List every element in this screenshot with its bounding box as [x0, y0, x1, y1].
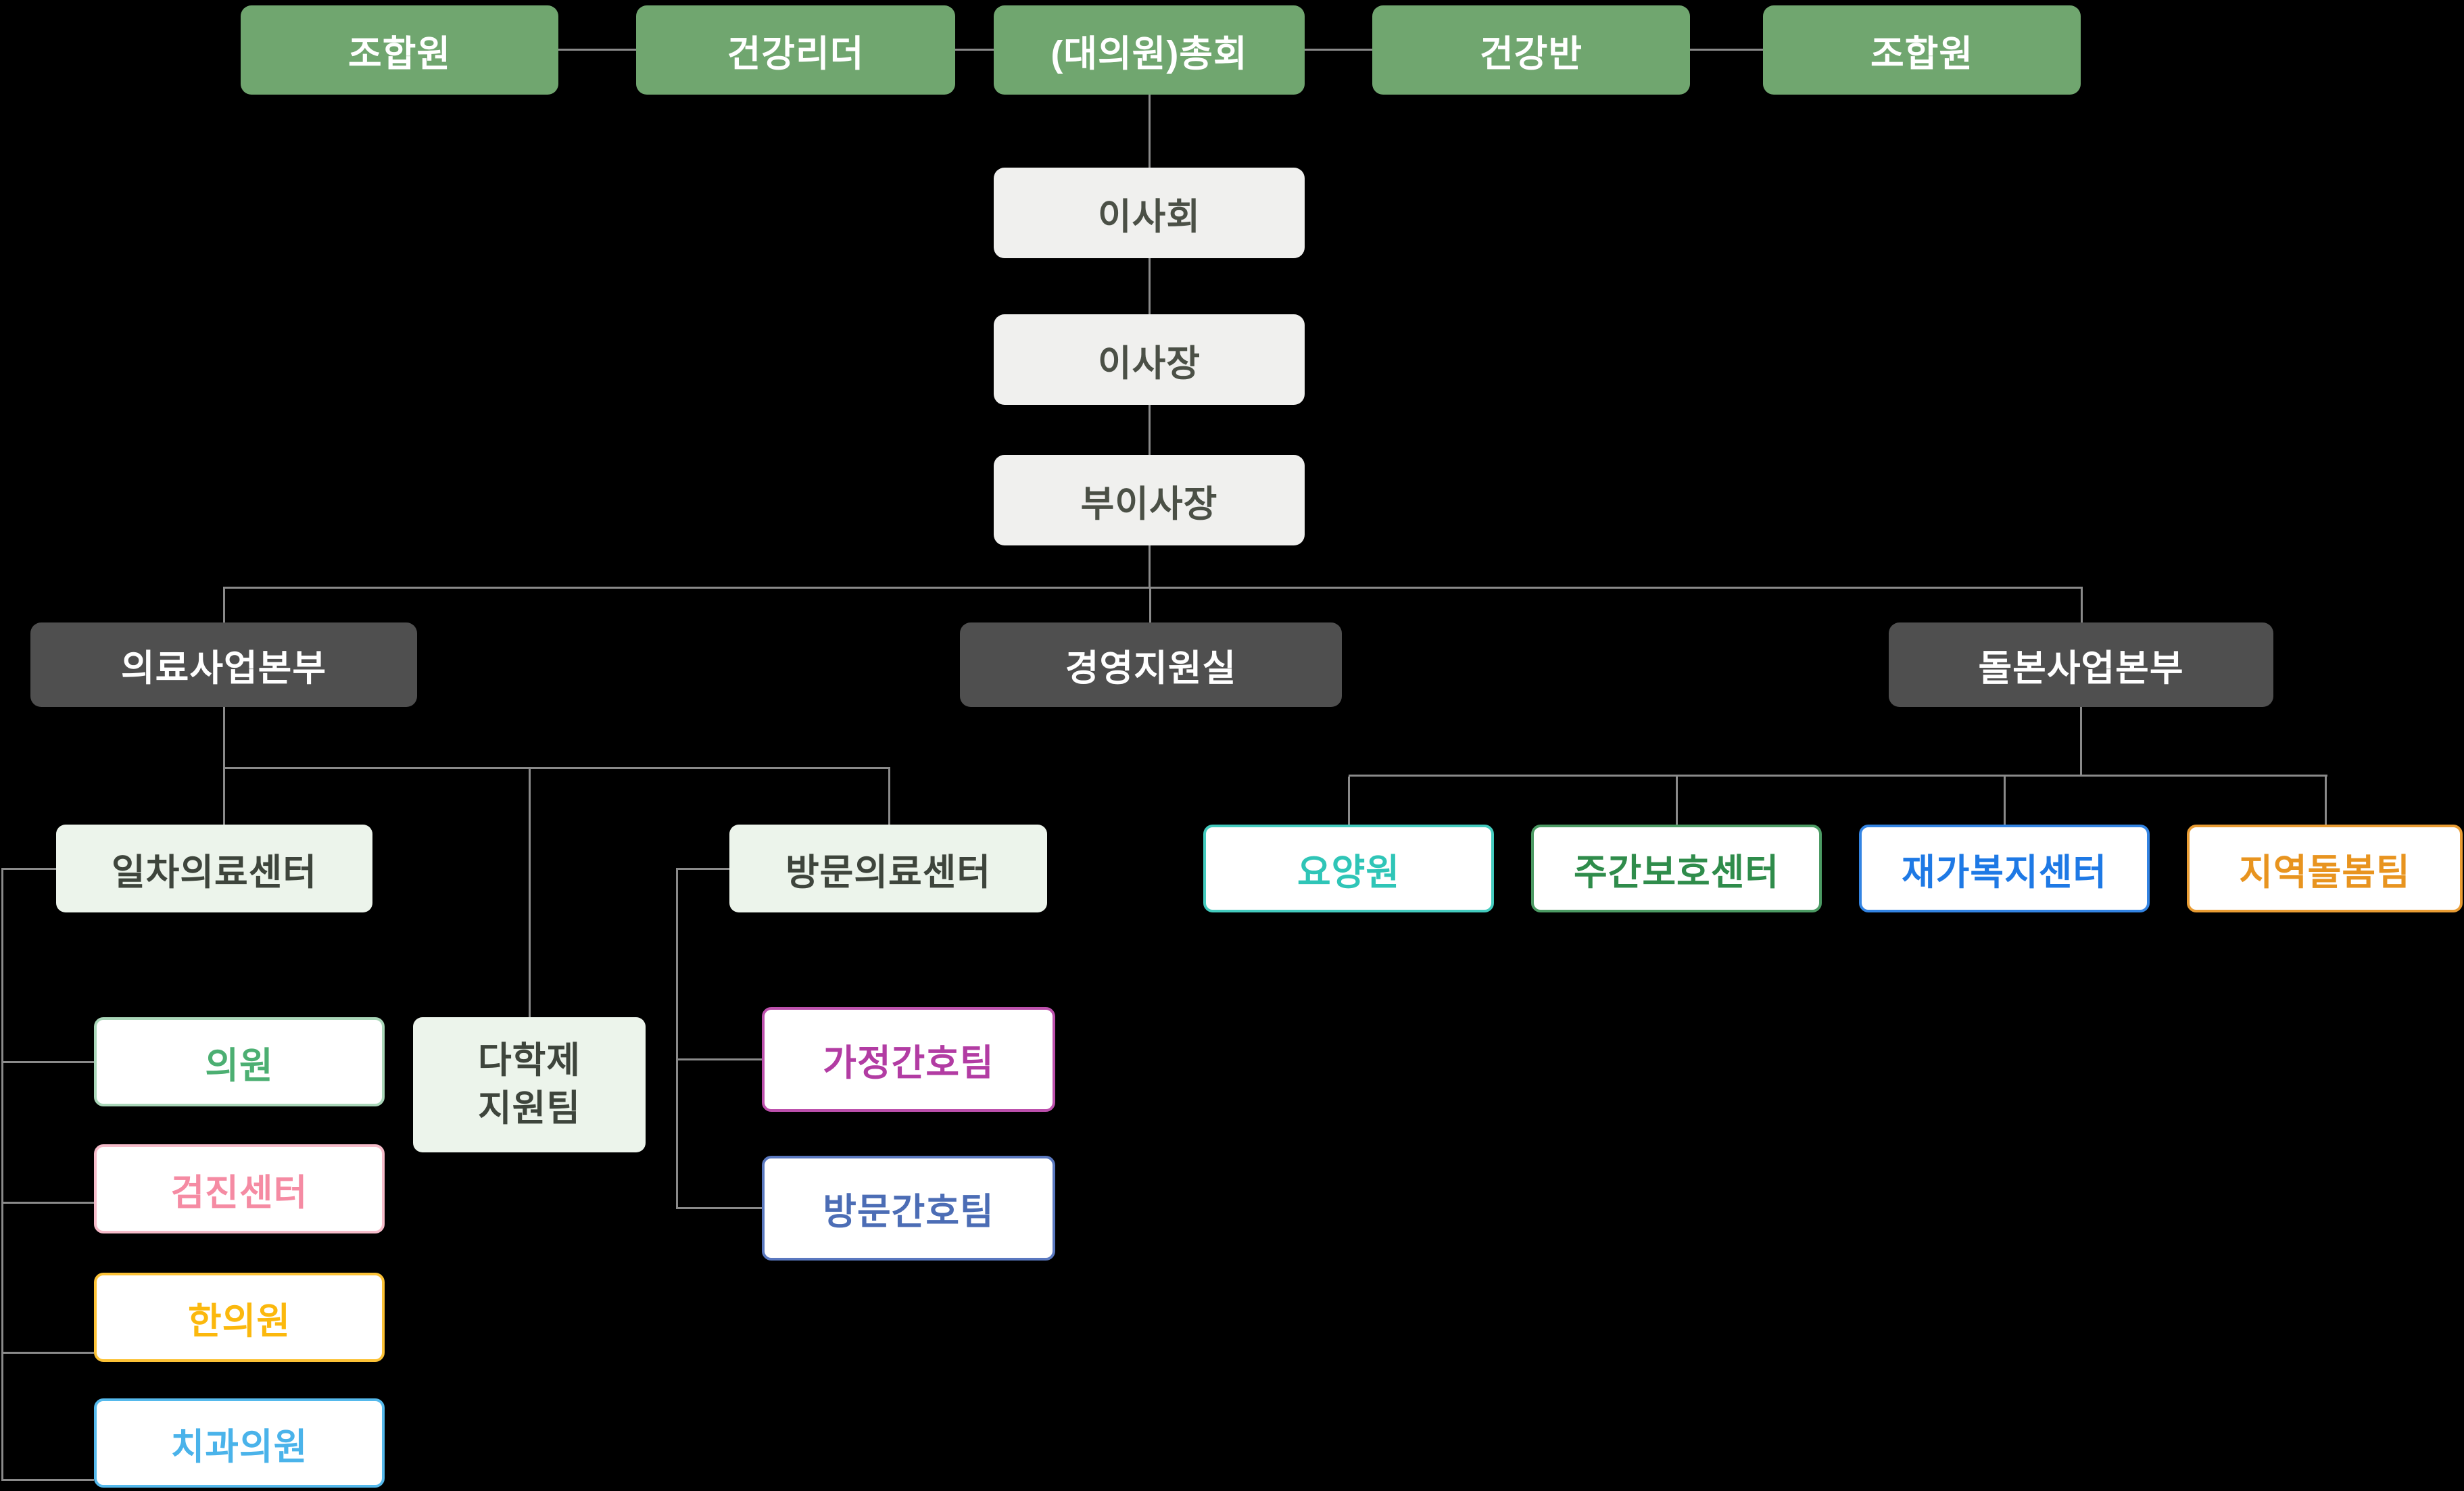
node-cooperative-member-left: 조합원	[241, 5, 558, 95]
connector-stub-korean-medicine	[1, 1352, 94, 1354]
connector-primary-stub	[1, 868, 56, 870]
node-care-division: 돌본사업본부	[1889, 622, 2273, 707]
node-multidisciplinary-support-team: 다학제 지원팀	[413, 1017, 646, 1152]
node-checkup-center: 검진센터	[94, 1144, 385, 1233]
connector-drop-nursing-home	[1348, 777, 1350, 825]
connector-medical-rail	[223, 767, 890, 769]
node-clinic: 의원	[94, 1017, 385, 1106]
connector-drop-visiting-center	[888, 769, 890, 825]
node-korean-medicine-clinic: 한의원	[94, 1273, 385, 1362]
multidisciplinary-team-line1: 다학제	[477, 1040, 581, 1081]
connector-stub-visiting-nursing	[676, 1207, 762, 1209]
node-dental-clinic: 치과의원	[94, 1398, 385, 1488]
connector-stub-checkup	[1, 1202, 94, 1204]
node-health-group: 건강반	[1372, 5, 1690, 95]
connector-stub-home-nursing	[676, 1058, 762, 1060]
connector-care-rail	[1349, 775, 2327, 777]
connector-drop-community-team	[2325, 777, 2327, 825]
connector-primary-trunk	[1, 868, 3, 1480]
node-visiting-nursing-team: 방문간호팀	[762, 1156, 1055, 1261]
connector-drop-daycare-center	[1676, 777, 1678, 825]
connector-stub-clinic	[1, 1061, 94, 1063]
connector-top-link-1	[558, 49, 636, 51]
connector-visiting-trunk	[676, 868, 678, 1208]
node-vice-chairman: 부이사장	[994, 455, 1305, 545]
connector-top-link-4	[1690, 49, 1763, 51]
node-nursing-home: 요양원	[1203, 825, 1494, 912]
node-medical-division: 의료사업본부	[30, 622, 417, 707]
connector-chair-vicechair	[1149, 405, 1151, 455]
connector-stub-dental	[1, 1479, 94, 1481]
node-home-nursing-team: 가정간호팀	[762, 1007, 1055, 1112]
node-general-assembly: (대의원)총회	[994, 5, 1305, 95]
connector-drop-management-office	[1149, 589, 1151, 622]
connector-top-link-3	[1305, 49, 1372, 51]
node-visiting-medical-center: 방문의료센터	[729, 825, 1047, 912]
connector-care-down	[2080, 707, 2082, 775]
connector-medical-down	[223, 707, 225, 767]
node-health-leader: 건강리더	[636, 5, 955, 95]
connector-drop-medical-division	[223, 589, 225, 622]
connector-drop-multidisciplinary	[529, 769, 531, 1017]
connector-drop-homewelfare-center	[2004, 777, 2006, 825]
connector-assembly-board	[1149, 95, 1151, 168]
connector-drop-primary-center	[223, 769, 225, 825]
connector-top-link-2	[955, 49, 994, 51]
node-home-welfare-center: 재가복지센터	[1859, 825, 2150, 912]
node-daycare-center: 주간보호센터	[1531, 825, 1822, 912]
node-management-support-office: 경영지원실	[960, 622, 1342, 707]
connector-drop-care-division	[2081, 589, 2083, 622]
connector-visiting-stub	[676, 868, 729, 870]
connector-vicechair-down	[1149, 545, 1151, 587]
node-board-of-directors: 이사회	[994, 168, 1305, 258]
node-chairman: 이사장	[994, 314, 1305, 405]
connector-board-chair	[1149, 258, 1151, 314]
node-primary-medical-center: 일차의료센터	[56, 825, 372, 912]
connector-division-rail	[223, 587, 2083, 589]
multidisciplinary-team-line2: 지원팀	[477, 1088, 581, 1129]
node-cooperative-member-right: 조합원	[1763, 5, 2081, 95]
node-community-care-team: 지역돌봄팀	[2187, 825, 2463, 912]
